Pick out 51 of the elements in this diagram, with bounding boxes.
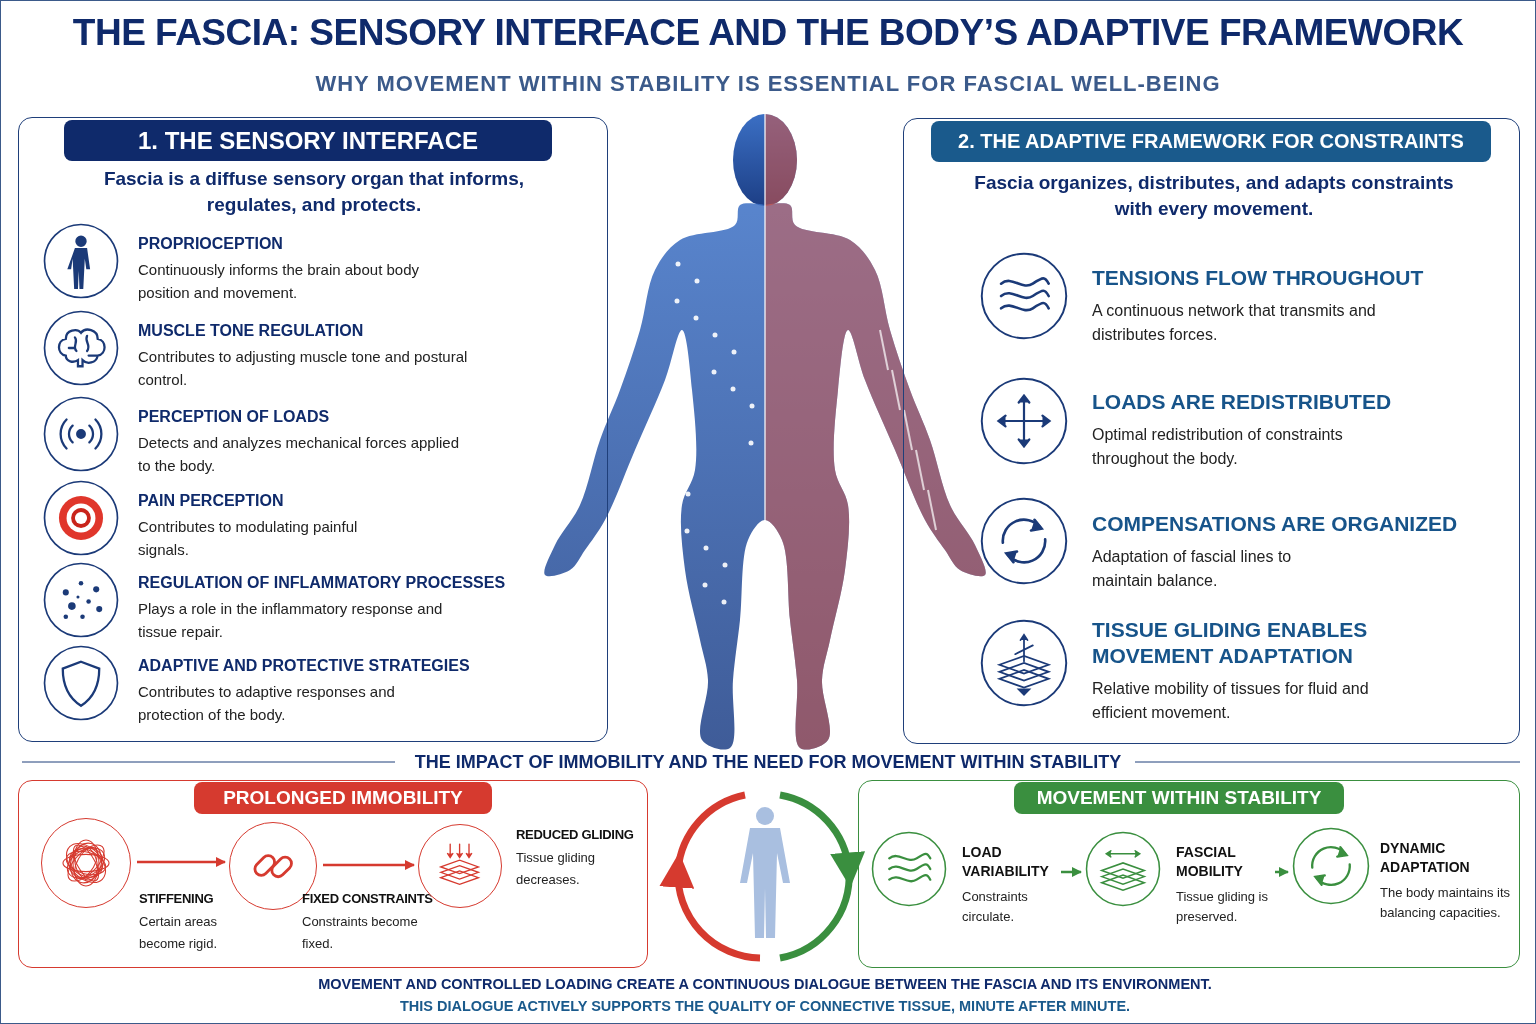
panel-subtitle: Fascia is a diffuse sensory organ that informs, regulates, and protects. [102, 167, 526, 217]
arrow [1275, 867, 1289, 877]
section-panel [18, 117, 608, 742]
step-heading: FIXED CONSTRAINTS [302, 890, 433, 908]
item-heading: MUSCLE TONE REGULATION [138, 321, 365, 341]
item-heading: REGULATION OF INFLAMMATORY PROCESSES [138, 573, 507, 593]
item-description: Detects and analyzes mechanical forces applied to the body. [138, 433, 460, 476]
step-description: Certain areas become rigid. [139, 913, 219, 953]
item-description: Contributes to adaptive responses and protection of the body. [138, 682, 396, 725]
section-title-bar: 1. THE SENSORY INTERFACE [64, 120, 552, 161]
item-description: Contributes to modulating painful signals. [138, 517, 359, 560]
item-heading: TENSIONS FLOW THROUGHOUT [1092, 265, 1425, 291]
item-description: A continuous network that transmits and distributes forces. [1092, 301, 1377, 345]
footer-note: THIS DIALOGUE ACTIVELY SUPPORTS THE QUALITY OF CONNECTIVE TISSUE, MINUTE AFTER MINUTE. [398, 998, 1132, 1014]
item-heading: DYNAMIC ADAPTATION [1380, 839, 1471, 877]
item-heading: PERCEPTION OF LOADS [138, 407, 331, 427]
arrow [137, 857, 226, 867]
item-description: Relative mobility of tissues for fluid and efficient movement. [1092, 679, 1370, 723]
item-description: Tissue gliding is preserved. [1176, 888, 1269, 926]
item-heading: COMPENSATIONS ARE ORGANIZED [1092, 511, 1459, 537]
item-description: Plays a role in the inflammatory response and tissue repair. [138, 599, 444, 642]
item-heading: TISSUE GLIDING ENABLES MOVEMENT ADAPTATION [1092, 617, 1369, 669]
item-description: Optimal redistribution of constraints throughout the body. [1092, 425, 1344, 469]
section-heading: THE IMPACT OF IMMOBILITY AND THE NEED FOR MOVEMENT WITHIN STABILITY [413, 752, 1123, 773]
panel-subtitle: Fascia organizes, distributes, and adapts constraints with every movement. [973, 171, 1455, 221]
item-heading: PAIN PERCEPTION [138, 491, 285, 511]
step-heading: REDUCED GLIDING [516, 826, 634, 844]
subtitle: WHY MOVEMENT WITHIN STABILITY IS ESSENTIAL FOR FASCIAL WELL-BEING [314, 71, 1222, 97]
step-description: Constraints become fixed. [302, 913, 419, 953]
item-description: The body maintains its balancing capacities. [1380, 884, 1512, 922]
item-description: Adaptation of fascial lines to maintain balance. [1092, 547, 1293, 591]
step-description: Tissue gliding decreases. [516, 849, 596, 889]
step-heading: STIFFENING [139, 890, 214, 908]
item-heading: FASCIAL MOBILITY [1176, 843, 1244, 881]
item-heading: LOAD VARIABILITY [962, 843, 1050, 881]
arrow [1061, 867, 1082, 877]
section-panel [858, 780, 1520, 968]
footer-note: MOVEMENT AND CONTROLLED LOADING CREATE A CONTINUOUS DIALOGUE BETWEEN THE FASCIA AND ITS ENVIRONMENT. [317, 976, 1213, 992]
item-description: Constraints circulate. [962, 888, 1029, 926]
main-title: THE FASCIA: SENSORY INTERFACE AND THE BODY’S ADAPTIVE FRAMEWORK [71, 12, 1465, 54]
item-description: Continuously informs the brain about body position and movement. [138, 260, 420, 303]
section-title-bar: 2. THE ADAPTIVE FRAMEWORK FOR CONSTRAINTS [931, 121, 1491, 162]
section-panel [903, 118, 1520, 744]
arrow [323, 860, 415, 870]
item-heading: ADAPTIVE AND PROTECTIVE STRATEGIES [138, 656, 471, 676]
section-panel [18, 780, 648, 968]
item-heading: LOADS ARE REDISTRIBUTED [1092, 389, 1393, 415]
item-heading: PROPRIOCEPTION [138, 234, 284, 254]
section-title-bar: MOVEMENT WITHIN STABILITY [1014, 782, 1344, 814]
section-title-bar: PROLONGED IMMOBILITY [194, 782, 492, 814]
item-description: Contributes to adjusting muscle tone and postural control. [138, 347, 468, 390]
